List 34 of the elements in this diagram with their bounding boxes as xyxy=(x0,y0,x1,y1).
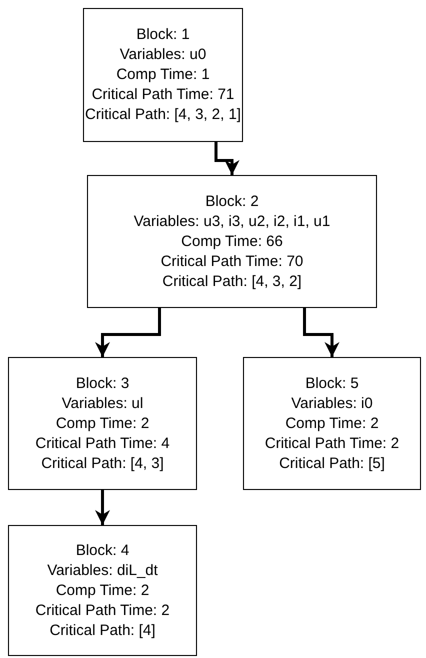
block-text: Critical Path: [4, 3, 2] xyxy=(162,272,302,292)
block-text: Variables: diL_dt xyxy=(47,560,158,580)
block-box xyxy=(83,8,243,142)
block-text: Critical Path Time: 2 xyxy=(264,434,400,454)
block-box xyxy=(8,357,197,490)
block-text: Critical Path Time: 70 xyxy=(160,252,304,272)
block-text: Comp Time: 1 xyxy=(116,65,210,85)
block-text: Comp Time: 66 xyxy=(181,232,283,252)
block-text: Variables: u0 xyxy=(120,45,206,65)
block-text: Variables: ul xyxy=(62,394,144,414)
block-box xyxy=(87,175,377,308)
block-box xyxy=(243,357,421,490)
block-text: Critical Path: [4] xyxy=(50,620,156,640)
block-text: Critical Path Time: 71 xyxy=(92,85,234,105)
block-text: Critical Path: [4, 3, 2, 1] xyxy=(85,105,241,125)
block-text: Critical Path Time: 4 xyxy=(35,434,170,454)
block-text: Comp Time: 2 xyxy=(56,414,150,434)
block-text: Block: 4 xyxy=(76,540,130,560)
block-text: Variables: i0 xyxy=(291,394,373,414)
block-text: Variables: u3, i3, u2, i2, i1, u1 xyxy=(134,212,330,232)
block-text: Block: 5 xyxy=(305,374,359,394)
block-text: Critical Path: [4, 3] xyxy=(41,454,164,474)
block-text: Comp Time: 2 xyxy=(56,580,150,600)
block-text: Block: 2 xyxy=(205,192,259,212)
block-text: Critical Path Time: 2 xyxy=(35,600,170,620)
arrow xyxy=(303,308,340,357)
block-text: Comp Time: 2 xyxy=(285,414,379,434)
arrow xyxy=(214,142,240,175)
arrow xyxy=(95,490,110,525)
block-text: Block: 3 xyxy=(76,374,130,394)
block-text: Block: 1 xyxy=(136,25,190,45)
arrow xyxy=(95,308,161,357)
block-text: Critical Path: [5] xyxy=(279,454,385,474)
block-box xyxy=(8,525,197,656)
